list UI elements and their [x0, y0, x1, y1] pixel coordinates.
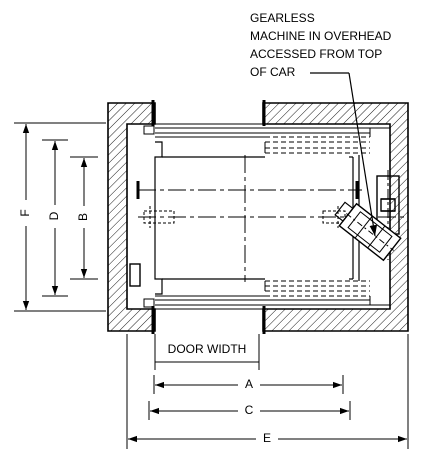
guide-rail-left	[143, 206, 175, 228]
dimension-a	[153, 375, 344, 394]
dimension-d-label: D	[47, 211, 61, 220]
door-track-top	[127, 123, 390, 154]
dimension-f	[14, 122, 106, 312]
dimension-a-label: A	[245, 377, 253, 391]
elevator-car	[154, 141, 360, 295]
rail-markers	[136, 181, 359, 199]
wall-fixture	[129, 263, 141, 287]
annotation-leader	[310, 72, 378, 237]
machine-annotation: GEARLESS MACHINE IN OVERHEAD ACCESSED FR…	[250, 11, 392, 79]
annotation-line-3: ACCESSED FROM TOP	[250, 47, 382, 61]
annotation-line-2: MACHINE IN OVERHEAD	[250, 29, 392, 43]
dimension-e	[126, 334, 409, 449]
dimension-e-label: E	[263, 431, 271, 445]
door-jambs	[151, 100, 266, 334]
annotation-line-1: GEARLESS	[250, 11, 315, 25]
dimension-door-width-label: DOOR WIDTH	[168, 342, 247, 356]
annotation-line-4: OF CAR	[250, 65, 296, 79]
dimension-f-label: F	[18, 209, 32, 216]
dimension-d	[42, 139, 68, 297]
dimension-b-label: B	[76, 213, 90, 221]
door-track-bottom	[127, 280, 390, 310]
dimension-b	[70, 156, 98, 280]
dimension-c	[148, 401, 351, 420]
dimension-c-label: C	[245, 403, 254, 417]
dimension-door-width	[154, 334, 260, 370]
